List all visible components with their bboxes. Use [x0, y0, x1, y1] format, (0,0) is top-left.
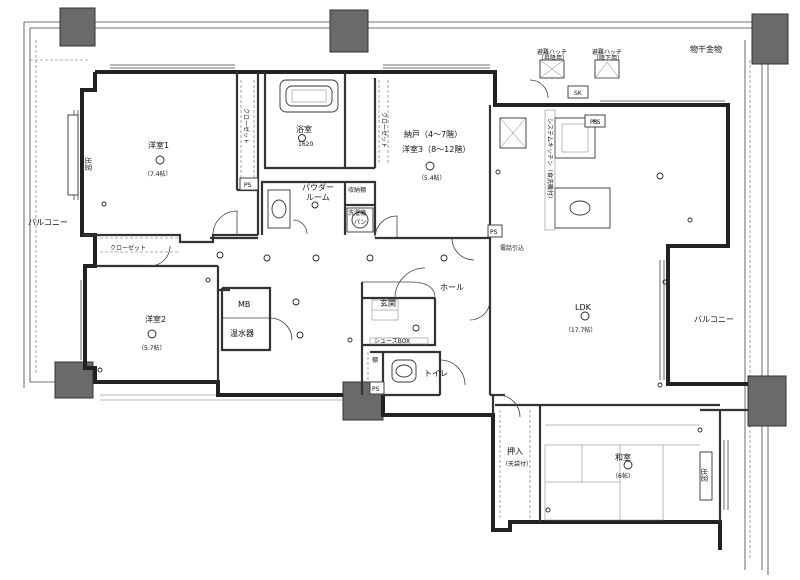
room-japanese-size: （6帖）: [612, 472, 634, 480]
label-hatch-evac: 避難ハッチ: [537, 48, 567, 56]
room-bath-code: 1620: [298, 141, 313, 148]
room-hall-name: ホール: [440, 283, 464, 292]
label-laundry: 洗濯機: [348, 209, 366, 217]
interior-walls: [82, 72, 720, 522]
label-laundry-hanger: 物干金物: [690, 44, 722, 54]
ps-boxes: [239, 85, 606, 395]
label-system-kitchen: システムキッチン（食洗機付）: [546, 118, 554, 202]
label-switch-panel: 電話引込: [500, 244, 524, 252]
room-mb-name: MB: [238, 300, 250, 309]
label-closet-c: クローゼット: [380, 112, 388, 148]
label-ps4: PS: [372, 386, 380, 393]
label-hatch-evac2: 避難ハッチ: [592, 48, 622, 56]
closet-details: [100, 80, 531, 520]
label-ps3: PS: [490, 229, 498, 236]
label-hatch-evac2-sub: （降下用）: [593, 54, 623, 62]
annotation-labels: バルコニー バルコニー 出窓 出窓 クローゼット クローゼット クローゼット 収…: [28, 44, 734, 482]
label-ps5: PS: [593, 119, 601, 126]
windows: [67, 64, 729, 510]
structural-columns: [54, 7, 789, 427]
room-bath-name: 浴室: [296, 124, 312, 134]
label-ps2: PS: [590, 119, 598, 126]
room-ldk-name: LDK: [575, 303, 592, 312]
room-entrance-name: 玄関: [380, 298, 396, 308]
room-western1-size: （7.4帖）: [144, 170, 172, 178]
room-western2-size: （5.7帖）: [138, 344, 166, 352]
label-hatch-evac-sub: （昇降用）: [538, 54, 568, 62]
label-closet: クローゼット: [110, 244, 146, 252]
label-shoe-box: シューズBOX: [374, 337, 410, 345]
exterior-walls: [80, 70, 748, 550]
label-balcony-left: バルコニー: [28, 218, 68, 227]
label-laundry2: パン: [354, 219, 366, 226]
label-oshiire: 押入: [507, 446, 523, 456]
label-shelf: 棚: [372, 356, 378, 364]
room-storage-size: （5.4帖）: [418, 174, 446, 182]
label-bay-window-left: 出窓: [84, 157, 93, 171]
label-bay-window-right: 出窓: [700, 468, 709, 482]
evacuation-hatches: [539, 59, 620, 79]
label-balcony-right: バルコニー: [694, 315, 734, 324]
kitchen-fixtures: [499, 109, 611, 231]
tatami: [544, 424, 700, 521]
room-powder-name2: ルーム: [306, 193, 330, 202]
room-labels: 洋室1 （7.4帖） 洋室2 （5.7帖） 納戸（4～7階） 洋室3（8～12階…: [138, 124, 634, 480]
entrance-step: [362, 281, 436, 345]
room-western1-name: 洋室1: [148, 140, 169, 150]
room-storage-name: 納戸（4～7階）: [404, 129, 462, 139]
room-water-heater-name: 温水器: [230, 328, 254, 338]
room-storage-name2: 洋室3（8～12階）: [402, 144, 470, 154]
bath-fixtures: [267, 79, 417, 383]
doors: [149, 79, 549, 418]
label-sk: SK: [574, 90, 583, 97]
room-powder-name: パウダー: [302, 182, 334, 192]
room-toilet-name: トイレ: [424, 369, 448, 378]
room-ldk-size: （17.7帖）: [565, 326, 596, 334]
label-oshiire-sub: （天袋付）: [502, 460, 532, 468]
light-fixtures: [97, 134, 703, 513]
room-western2-name: 洋室2: [145, 314, 166, 324]
label-closet-b: クローゼット: [242, 108, 250, 144]
room-japanese-name: 和室: [615, 452, 631, 462]
label-storage: 収納棚: [348, 186, 366, 194]
label-ps1: PS: [244, 182, 252, 189]
balcony-railings: [23, 16, 769, 575]
